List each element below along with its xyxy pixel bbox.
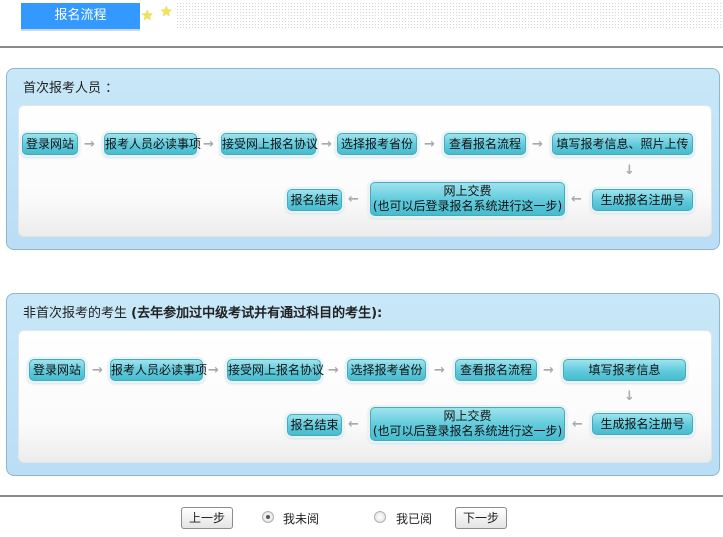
arrow-left-icon: ← xyxy=(571,192,582,207)
arrow-right-icon: → xyxy=(208,363,219,378)
step-select-province[interactable]: 选择报考省份 xyxy=(347,359,426,381)
step-online-payment-note: (也可以后登录报名系统进行这一步) xyxy=(372,199,563,213)
radio-not-read[interactable] xyxy=(262,511,274,523)
step-fill-info-upload-photo[interactable]: 填写报考信息、照片上传 xyxy=(552,133,693,155)
step-login-website[interactable]: 登录网站 xyxy=(29,359,85,381)
step-read-notice[interactable]: 报考人员必读事项 xyxy=(104,133,201,155)
arrow-right-icon: → xyxy=(84,137,95,152)
dotted-decoration xyxy=(176,2,723,28)
arrow-left-icon: ← xyxy=(572,417,583,432)
step-accept-agreement[interactable]: 接受网上报名协议 xyxy=(227,359,324,381)
radio-read[interactable] xyxy=(374,511,386,523)
arrow-right-icon: → xyxy=(92,363,103,378)
step-generate-registration-number[interactable]: 生成报名注册号 xyxy=(592,189,693,211)
step-view-process[interactable]: 查看报名流程 xyxy=(455,359,537,381)
step-fill-info[interactable]: 填写报考信息 xyxy=(563,359,686,381)
step-online-payment-label: 网上交费 xyxy=(443,184,492,198)
arrow-right-icon: → xyxy=(328,363,339,378)
returning-applicants-panel: 非首次报考的考生 (去年参加过中级考试并有通过科目的考生): xyxy=(6,293,720,476)
step-online-payment-note: (也可以后登录报名系统进行这一步) xyxy=(372,424,563,438)
step-read-notice[interactable]: 报考人员必读事项 xyxy=(110,359,207,381)
section-title: 首次报考人员 ： xyxy=(23,81,119,96)
radio-read-label[interactable]: 我已阅 xyxy=(396,512,433,526)
step-login-website[interactable]: 登录网站 xyxy=(22,133,78,155)
divider xyxy=(0,46,723,48)
arrow-right-icon: → xyxy=(532,137,543,152)
radio-not-read-label[interactable]: 我未阅 xyxy=(283,512,320,526)
step-online-payment-label: 网上交费 xyxy=(443,409,492,423)
flow-area xyxy=(18,105,712,237)
step-online-payment[interactable]: 网上交费 (也可以后登录报名系统进行这一步) xyxy=(370,407,565,441)
arrow-right-icon: → xyxy=(424,137,435,152)
arrow-left-icon: ← xyxy=(348,417,359,432)
step-accept-agreement[interactable]: 接受网上报名协议 xyxy=(221,133,318,155)
star-icon: ★ xyxy=(160,4,173,20)
first-time-applicants-panel: 首次报考人员 ： xyxy=(6,68,720,250)
section-title: 非首次报考的考生 (去年参加过中级考试并有通过科目的考生): xyxy=(23,302,382,321)
section-title-note: (去年参加过中级考试并有通过科目的考生): xyxy=(131,306,383,321)
step-registration-complete[interactable]: 报名结束 xyxy=(287,189,342,211)
arrow-down-icon: ↓ xyxy=(624,389,635,404)
step-generate-registration-number[interactable]: 生成报名注册号 xyxy=(592,413,693,435)
prev-step-button[interactable]: 上一步 xyxy=(181,507,233,529)
flow-area xyxy=(18,330,712,463)
page-title-tab: 报名流程 xyxy=(21,3,140,29)
header-bar: 报名流程 ★ ★ xyxy=(0,0,723,30)
step-registration-complete[interactable]: 报名结束 xyxy=(287,414,342,436)
arrow-right-icon: → xyxy=(543,363,554,378)
arrow-right-icon: → xyxy=(203,137,214,152)
arrow-down-icon: ↓ xyxy=(624,163,635,178)
section-title-main: 非首次报考的考生 xyxy=(23,306,128,321)
arrow-right-icon: → xyxy=(321,137,332,152)
arrow-left-icon: ← xyxy=(348,192,359,207)
arrow-right-icon: → xyxy=(434,363,445,378)
step-view-process[interactable]: 查看报名流程 xyxy=(444,133,526,155)
step-online-payment[interactable]: 网上交费 (也可以后登录报名系统进行这一步) xyxy=(370,182,565,216)
step-select-province[interactable]: 选择报考省份 xyxy=(337,133,417,155)
star-icon: ★ xyxy=(141,8,154,24)
next-step-button[interactable]: 下一步 xyxy=(455,507,507,529)
divider xyxy=(0,495,723,497)
